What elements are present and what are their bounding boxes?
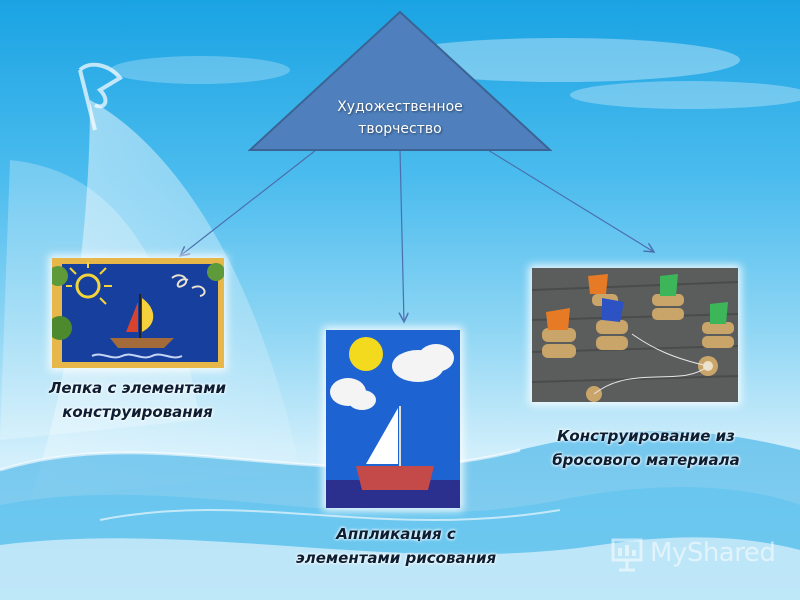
sailboat-icon (142, 298, 154, 332)
flag-shape (78, 62, 123, 131)
caption-2-line-2: элементами рисования (295, 549, 497, 567)
caption-1-line-1: Лепка с элементами (48, 379, 227, 397)
sun-icon (349, 337, 383, 371)
caption-3-line-2: бросового материала (552, 451, 740, 469)
clay-boat-picture (52, 258, 224, 368)
caption-2-line-1: Аппликация с (336, 525, 456, 543)
photo-clay-modeling (52, 258, 224, 368)
watermark-text: MyShared (650, 538, 776, 568)
title-line-1: Художественное (337, 99, 463, 115)
myshared-logo: MyShared (610, 536, 785, 576)
caption-applique: Аппликация с элементами рисования (286, 522, 506, 570)
applique-boat-picture (326, 330, 460, 508)
title-text: Художественное творчество (298, 96, 502, 140)
presentation-icon (611, 538, 643, 572)
title-triangle (248, 10, 552, 151)
photo-applique (326, 330, 460, 508)
sailboat-icon (366, 408, 398, 464)
cloud-icon (330, 344, 454, 410)
sun-icon (75, 273, 101, 299)
photo-waste-material (532, 268, 738, 402)
caption-1-line-2: конструирования (62, 403, 213, 421)
sailboat-icon (660, 274, 678, 296)
caption-waste-material: Конструирование из бросового материала (530, 424, 762, 472)
caption-3-line-1: Конструирование из (557, 427, 735, 445)
title-line-2: творчество (358, 121, 442, 137)
caption-clay-modeling: Лепка с элементами конструирования (30, 376, 245, 424)
cork-boats-picture (532, 268, 738, 402)
